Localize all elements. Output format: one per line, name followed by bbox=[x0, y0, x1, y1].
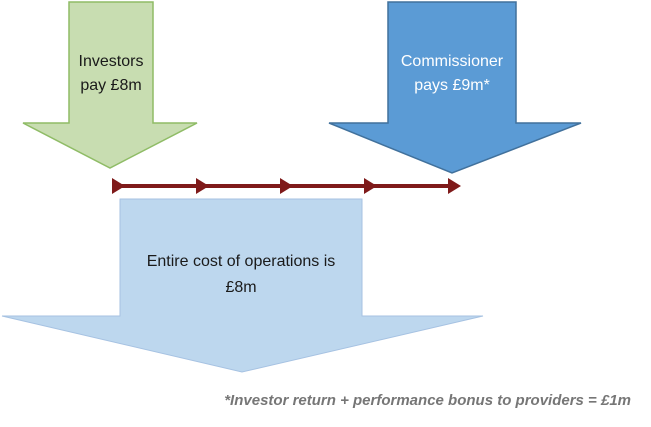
timeline-arrowhead-icon bbox=[112, 178, 125, 194]
investors-arrow-label-line2: pay £8m bbox=[80, 77, 142, 94]
operations-arrow-label-line2: £8m bbox=[225, 279, 257, 296]
timeline-arrowhead-icon bbox=[364, 178, 377, 194]
operations-arrow-label-line1: Entire cost of operations is bbox=[146, 253, 336, 270]
commissioner-arrow-label: Commissioner pays £9m* bbox=[362, 50, 542, 98]
investors-arrow-label: Investors pay £8m bbox=[29, 50, 193, 98]
timeline-arrowhead-icon bbox=[448, 178, 461, 194]
operations-down-arrow-icon bbox=[1, 198, 484, 373]
timeline-arrowheads bbox=[112, 178, 461, 194]
timeline-arrowhead-icon bbox=[280, 178, 293, 194]
investors-arrow-label-line1: Investors bbox=[78, 53, 144, 70]
operations-arrow-label: Entire cost of operations is £8m bbox=[111, 249, 371, 301]
commissioner-arrow-label-line2: pays £9m* bbox=[414, 77, 490, 94]
timeline-arrowhead-icon bbox=[196, 178, 209, 194]
commissioner-arrow-label-line1: Commissioner bbox=[400, 53, 504, 70]
footnote-text: *Investor return + performance bonus to … bbox=[224, 392, 631, 409]
commissioner-down-arrow-icon bbox=[328, 1, 582, 174]
investors-down-arrow-icon bbox=[22, 1, 198, 169]
